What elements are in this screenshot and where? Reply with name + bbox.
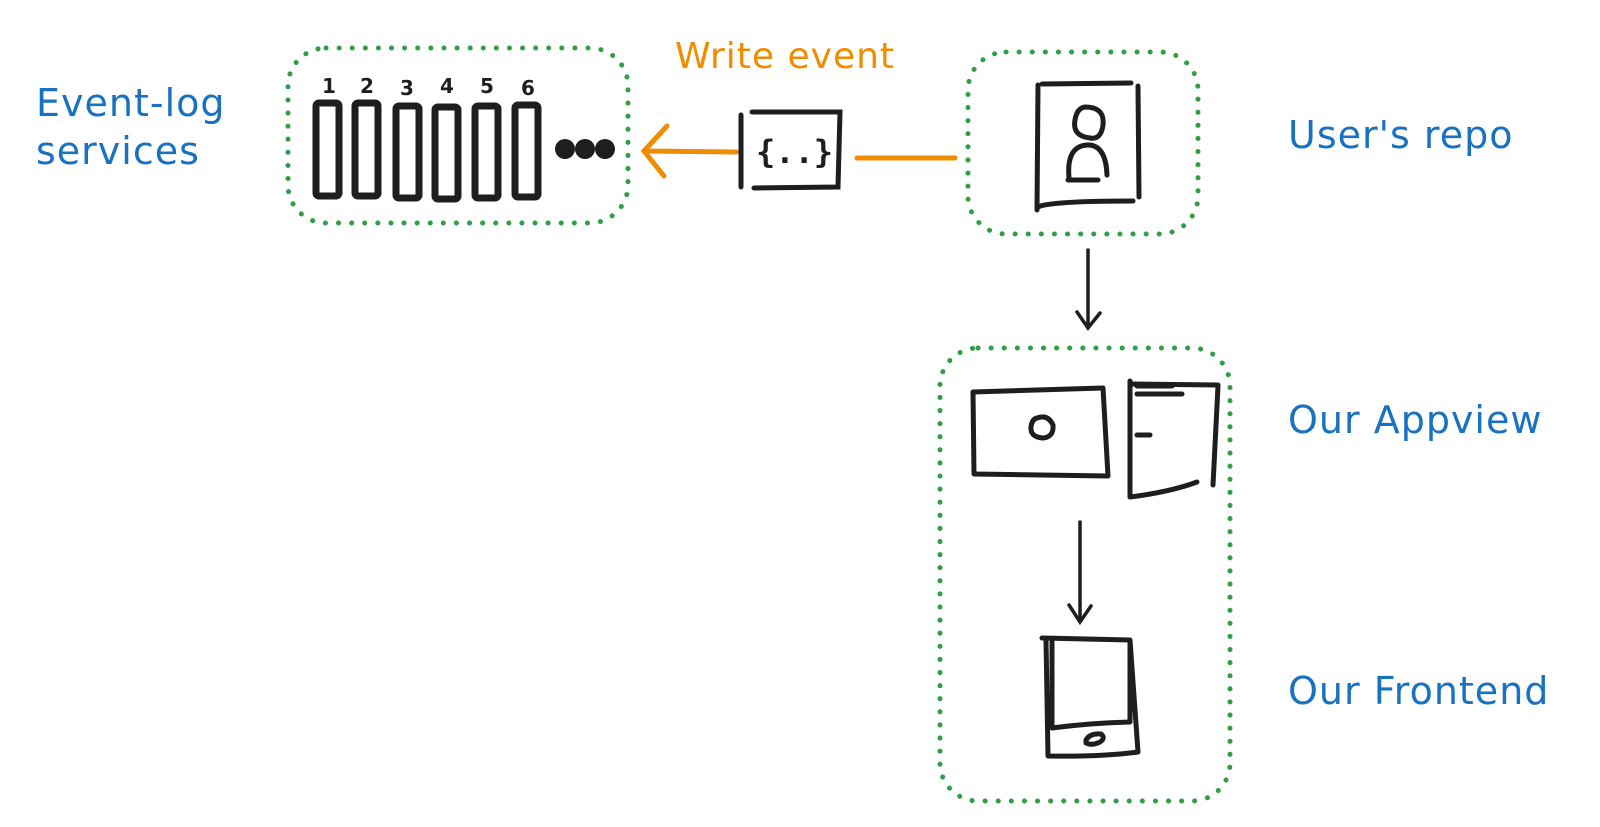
repo-to-appview-arrow <box>1075 248 1102 331</box>
log-slot <box>511 101 542 201</box>
appview-screens-icon <box>970 378 1221 500</box>
event-log-container <box>285 45 631 226</box>
json-payload-text: {..} <box>756 133 833 171</box>
log-slot <box>431 103 462 203</box>
more-dots-icon <box>555 139 615 159</box>
event-log-services-label: Event-log services <box>36 81 226 173</box>
appview-to-frontend-arrow <box>1067 520 1093 626</box>
slot-number: 1 <box>322 74 336 98</box>
user-profile-icon <box>1034 80 1142 213</box>
log-slots-icon <box>312 99 542 203</box>
log-slot <box>351 99 382 200</box>
slot-number: 3 <box>400 76 414 100</box>
appview-frontend-container <box>937 345 1233 804</box>
our-frontend-label: Our Frontend <box>1288 669 1550 713</box>
our-appview-label: Our Appview <box>1288 398 1543 442</box>
users-repo-container <box>965 49 1201 237</box>
write-event-arrow <box>640 123 958 179</box>
json-braces-icon <box>738 109 843 191</box>
slot-number: 5 <box>480 74 494 98</box>
log-slot <box>471 102 502 202</box>
slot-number: 6 <box>521 76 535 100</box>
users-repo-label: User's repo <box>1288 113 1514 157</box>
log-slot <box>312 99 343 200</box>
log-slot <box>392 102 423 202</box>
log-slot-numbers: 1 2 3 4 5 6 <box>322 74 535 100</box>
slot-number: 4 <box>440 74 454 98</box>
slot-number: 2 <box>360 74 374 98</box>
write-event-label: Write event <box>675 36 896 77</box>
mobile-phone-icon <box>1039 635 1141 759</box>
